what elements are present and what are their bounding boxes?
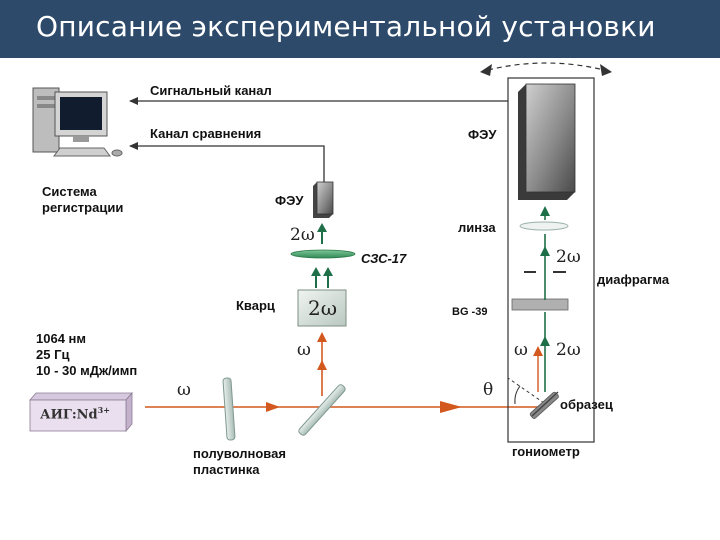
incidence-angle [507,377,545,405]
beam-splitter [298,384,346,436]
two-omega-sample-symbol: 2ω [556,340,581,360]
omega-reference-symbol: ω [297,340,311,360]
lens-label: линза [458,220,496,235]
fundamental-beam-reference [317,332,327,396]
laser-name-text: АИГ:Nd [40,407,98,423]
theta-symbol: θ [483,380,494,400]
pmt-reference [313,181,334,218]
halfwave-plate [222,377,236,441]
omega-reflected-symbol: ω [514,340,528,360]
page-title: Описание экспериментальной установки [36,10,656,43]
laser-box [29,391,133,433]
reflected-fundamental-beam [533,346,543,392]
harmonic-arrows-reference [311,223,333,288]
goniometer-frame [507,77,595,443]
pmt-signal-label: ФЭУ [468,127,497,142]
filter-bg39-label: BG -39 [452,306,488,318]
reference-channel-line [129,142,325,182]
two-omega-signal-symbol: 2ω [556,247,581,267]
sample-label: образец [560,397,613,412]
lens [519,221,569,231]
filter-szs17 [290,249,356,259]
frequency-label: 25 Гц [36,347,70,362]
omega-input-symbol: ω [177,380,191,400]
laser-ion-text: 3+ [97,405,110,415]
filter-szs17-label: СЗС-17 [361,251,407,266]
halfwave-plate-label-line1: полуволновая [193,446,286,461]
quartz-label: Кварц [236,298,275,313]
registration-system-label-line2: регистрации [42,200,124,215]
two-omega-quartz-symbol: 2ω [308,296,338,320]
two-omega-reference-symbol: 2ω [290,225,315,245]
sample-dark-edge [531,391,559,417]
filter-bg39 [511,298,569,311]
harmonic-arrows-signal [540,206,550,392]
main-laser-beam [145,401,544,413]
rotation-arrow-icon [480,62,612,76]
pmt-signal [518,83,576,200]
signal-channel-label: Сигнальный канал [150,83,272,98]
title-bar: Описание экспериментальной установки [0,0,720,58]
halfwave-plate-label-line2: пластинка [193,462,260,477]
reference-channel-label: Канал сравнения [150,126,262,141]
pulse-energy-label: 10 - 30 мДж/имп [36,363,138,378]
laser-name-label: АИГ:Nd3+ [40,405,110,422]
registration-system-label-line1: Система [42,184,97,199]
goniometer-label: гониометр [512,444,580,459]
pmt-reference-label: ФЭУ [275,193,304,208]
wavelength-label: 1064 нм [36,331,87,346]
diaphragm-label: диафрагма [597,272,670,287]
quartz-crystal [297,289,347,327]
computer-icon [32,87,123,157]
